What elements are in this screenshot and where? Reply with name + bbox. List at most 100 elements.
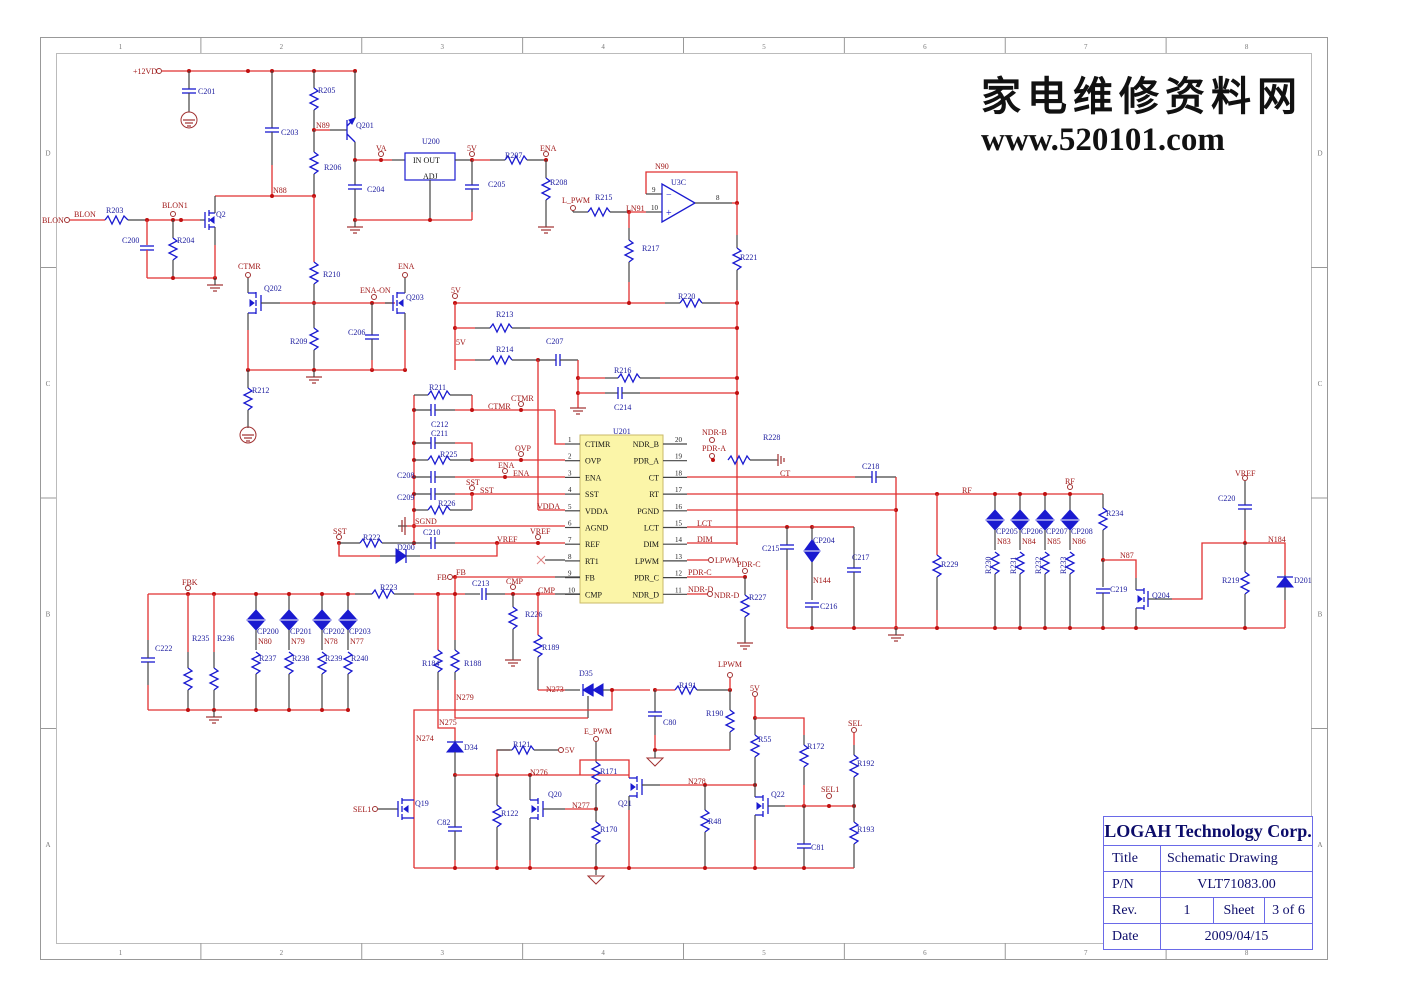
r228-label: R228 [763,433,780,442]
selector-section: D34 C82 R121 5V R122 N276 Q20 N2 [353,684,874,885]
u201-pin-name-pdr_c: PDR_C [634,574,659,583]
cp206-label: CP206 [1021,527,1043,536]
r184-label: R184 [422,659,439,668]
net-label-n80: N80 [258,637,272,646]
r233-label: R233 [1059,557,1068,574]
u201-label: U201 [613,427,631,436]
c213-label: C213 [472,579,489,588]
net-label-n78: N78 [324,637,338,646]
net-label-ndr-d-port: NDR-D [714,591,740,600]
r240-label: R240 [351,654,368,663]
net-label-sgnd: SGND [415,517,437,526]
q21-label: Q21 [618,799,632,808]
watermark-url: www.520101.com [981,122,1225,158]
net-label-n279: N279 [456,693,474,702]
cp202-label: CP202 [323,627,345,636]
net-label-n276: N276 [530,768,548,777]
d201-label: D201 [1294,576,1312,585]
u201-pin-num-8: 8 [568,553,572,561]
net-label-n86: N86 [1072,537,1086,546]
net-label-n90: N90 [655,162,669,171]
net-label-vref: VREF [497,535,518,544]
u201-pin-name-ct: CT [649,473,659,482]
cp200-label: CP200 [257,627,279,636]
border-row-right-D: D [1317,149,1322,157]
border-row-right-C: C [1318,380,1323,388]
r192-label: R192 [857,759,874,768]
c82-label: C82 [437,818,450,827]
cp208-label: CP208 [1071,527,1093,536]
u201-pin-num-18: 18 [675,469,683,477]
c206-label: C206 [348,328,365,337]
r227-label: R227 [749,593,766,602]
r219-label: R219 [1222,576,1239,585]
c200-label: C200 [122,236,139,245]
c81-label: C81 [811,843,824,852]
u201-pin-name-ref: REF [585,540,600,549]
net-label-lpwm: LPWM [715,556,739,565]
border-row-right-B: B [1318,610,1323,618]
u201-pin-num-19: 19 [675,453,683,461]
net-label-5v-r55: 5V [750,684,760,693]
border-col-6: 6 [923,43,927,51]
r210-label: R210 [323,270,340,279]
net-label-ena-r207: ENA [540,144,557,153]
net-label-ena-q203: ENA [398,262,415,271]
u201-pin-num-7: 7 [568,536,572,544]
title-block: LOGAH Technology Corp. Title Schematic D… [1103,816,1313,950]
r122-label: R122 [501,809,518,818]
net-label-5v-r121: 5V [565,746,575,755]
net-label-ndr-d: NDR-D [688,585,714,594]
r232-label: R232 [1034,557,1043,574]
r207-label: R207 [505,151,522,160]
c207-label: C207 [546,337,563,346]
u201-pin-num-6: 6 [568,520,572,528]
net-label-blon: BLON [74,210,96,219]
net-label-ena-port: ENA [498,461,515,470]
border-col-bottom-2: 2 [280,949,284,957]
r171-label: R171 [600,767,617,776]
u3c-pin8: 8 [716,194,720,202]
net-label-blon1: BLON1 [162,201,188,210]
u201-pin-name-pgnd: PGND [637,507,659,516]
u201-pin-num-9: 9 [568,570,572,578]
net-label-sst: SST [480,486,494,495]
net-label-fb-port: FB [437,573,447,582]
r238-label: R238 [292,654,309,663]
u201-pin-num-1: 1 [568,436,572,444]
r223-label: R223 [380,583,397,592]
c220-label: C220 [1218,494,1235,503]
u201-pin-name-lpwm: LPWM [635,557,659,566]
u201-left-network: R211 C212 CTMR CTMR C211 R225 OVP [333,383,565,565]
net-label-n144: N144 [813,576,831,585]
blon-section: BLON BLON R203 BLON1 C200 R204 Q2 [42,196,226,292]
u201-pin-name-lct: LCT [644,524,659,533]
u200-regulator: VA IN OUT ADJ U200 5V C205 R207 ENA R208 [376,137,567,234]
net-label-n83: N83 [997,537,1011,546]
q19-label: Q19 [415,799,429,808]
r239-label: R239 [325,654,342,663]
cp201-label: CP201 [290,627,312,636]
u201-pin-num-11: 11 [675,586,682,594]
border-row-D: D [45,149,50,157]
u201-pin-name-cmp: CMP [585,590,602,599]
border-col-bottom-8: 8 [1245,949,1249,957]
r221-label: R221 [740,253,757,262]
net-label-ndr-b: NDR-B [702,428,727,437]
net-label-e-pwm: E_PWM [584,727,612,736]
rev-value: 1 [1161,898,1214,923]
title-value: Schematic Drawing [1167,850,1278,866]
border-row-right-A: A [1317,841,1322,849]
border-col-8: 8 [1245,43,1249,51]
u201-pin-name-fb: FB [585,574,595,583]
net-label-n77: N77 [350,637,364,646]
q204-label: Q204 [1152,591,1170,600]
r203-label: R203 [106,206,123,215]
u201-pin-num-17: 17 [675,486,683,494]
net-label-fbk: FBK [182,578,198,587]
net-label-n275: N275 [439,718,457,727]
u3c-opamp-section: L_PWM R215 LN91 10 N90 9 − + U3C 8 R217 … [451,162,757,545]
net-label-sel1-q19: SEL1 [353,805,371,814]
r170-label: R170 [600,825,617,834]
